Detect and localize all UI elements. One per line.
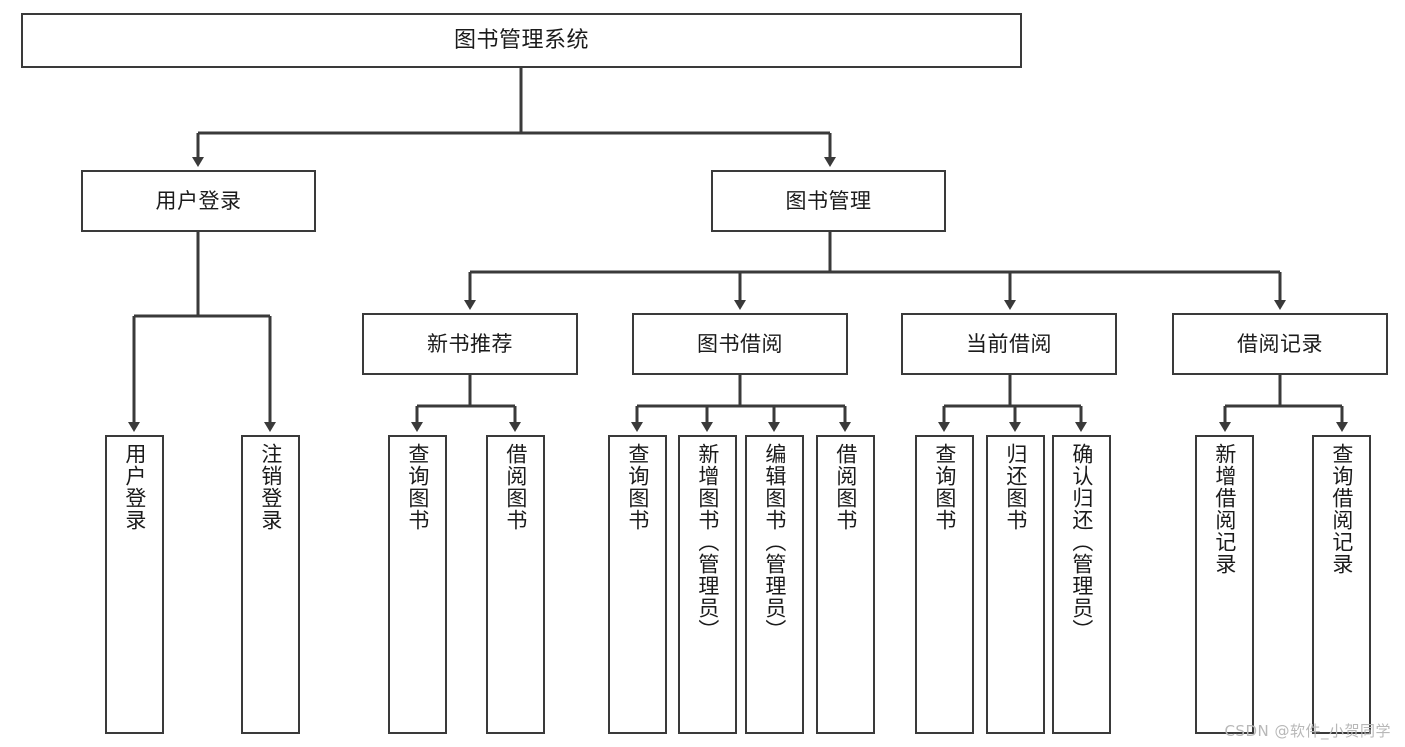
leaf-return-book[interactable]: 归还图书 [986,435,1045,734]
leaf-confirm-return-admin[interactable]: 确认归还（管理员） [1052,435,1111,734]
node-user-login[interactable]: 用户登录 [81,170,316,232]
leaf-add-book-admin-label: 新增图书（管理员） [695,443,720,641]
leaf-query-book-borrow[interactable]: 查询图书 [608,435,667,734]
node-current-borrow-label: 当前借阅 [966,331,1052,356]
node-root[interactable]: 图书管理系统 [21,13,1022,68]
node-root-label: 图书管理系统 [453,27,589,53]
node-user-login-label: 用户登录 [155,188,242,213]
leaf-borrow-book-recommend[interactable]: 借阅图书 [486,435,545,734]
node-book-borrow[interactable]: 图书借阅 [632,313,848,375]
leaf-borrow-book-recommend-label: 借阅图书 [503,443,528,531]
leaf-logout-label: 注销登录 [258,443,283,531]
leaf-add-book-admin[interactable]: 新增图书（管理员） [678,435,737,734]
leaf-logout[interactable]: 注销登录 [241,435,300,734]
node-new-book-recommend[interactable]: 新书推荐 [362,313,578,375]
node-borrow-record[interactable]: 借阅记录 [1172,313,1388,375]
node-current-borrow[interactable]: 当前借阅 [901,313,1117,375]
node-new-book-recommend-label: 新书推荐 [427,331,513,356]
watermark: CSDN @软件_小贺同学 [1224,722,1391,740]
node-book-management[interactable]: 图书管理 [711,170,946,232]
leaf-edit-book-admin-label: 编辑图书（管理员） [762,443,787,641]
node-borrow-record-label: 借阅记录 [1237,331,1323,356]
leaf-confirm-return-admin-label: 确认归还（管理员） [1069,443,1094,641]
leaf-user-login[interactable]: 用户登录 [105,435,164,734]
leaf-add-borrow-record[interactable]: 新增借阅记录 [1195,435,1254,734]
leaf-query-book-recommend-label: 查询图书 [405,443,430,531]
leaf-query-book-recommend[interactable]: 查询图书 [388,435,447,734]
node-book-management-label: 图书管理 [785,188,872,213]
leaf-query-borrow-record[interactable]: 查询借阅记录 [1312,435,1371,734]
leaf-query-book-borrow-label: 查询图书 [625,443,650,531]
node-book-borrow-label: 图书借阅 [697,331,783,356]
leaf-borrow-book[interactable]: 借阅图书 [816,435,875,734]
leaf-query-book-current[interactable]: 查询图书 [915,435,974,734]
leaf-user-login-label: 用户登录 [122,443,147,531]
leaf-edit-book-admin[interactable]: 编辑图书（管理员） [745,435,804,734]
leaf-query-book-current-label: 查询图书 [932,443,957,531]
leaf-add-borrow-record-label: 新增借阅记录 [1212,443,1237,575]
leaf-borrow-book-label: 借阅图书 [833,443,858,531]
leaf-query-borrow-record-label: 查询借阅记录 [1329,443,1354,575]
leaf-return-book-label: 归还图书 [1003,443,1028,531]
